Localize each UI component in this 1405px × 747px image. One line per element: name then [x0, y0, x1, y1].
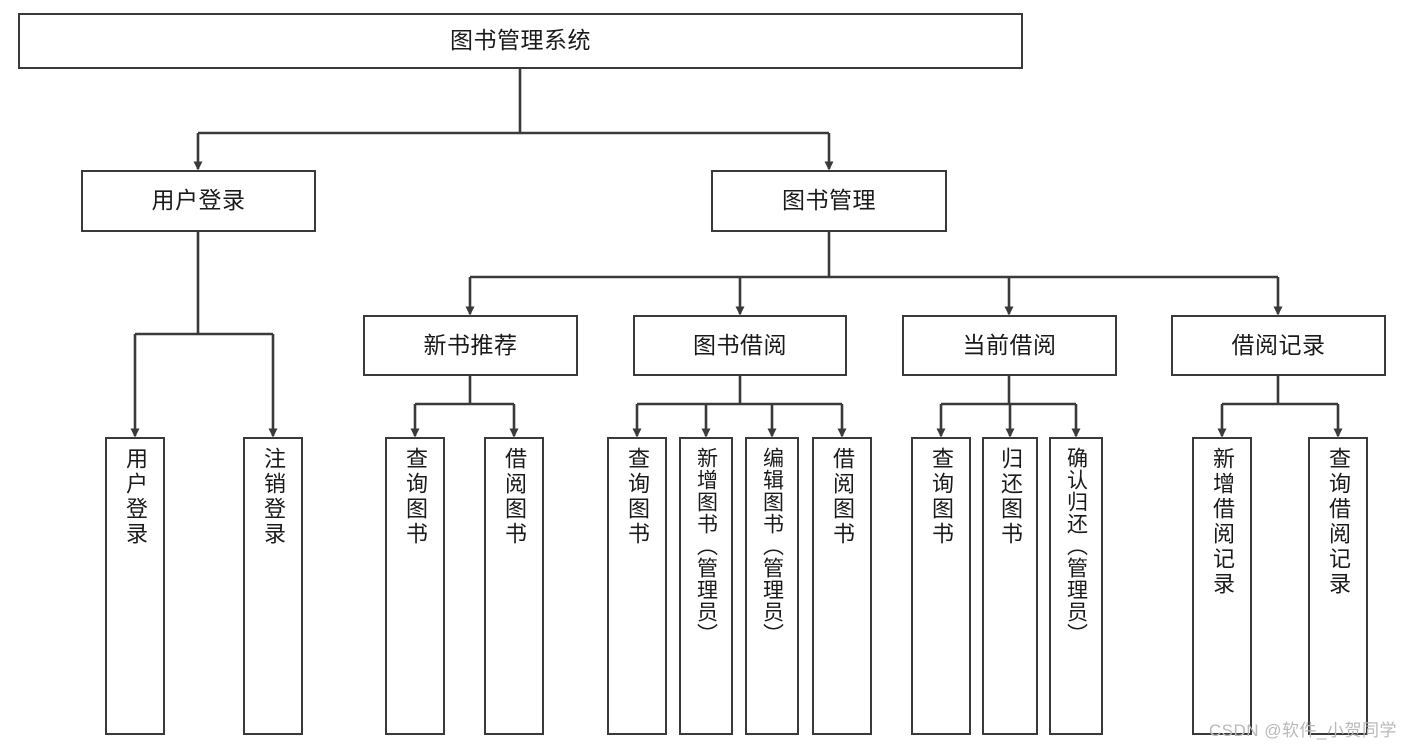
node-label: 新增借阅记录 [1210, 447, 1235, 597]
node-label: 编辑图书（管理员） [760, 447, 784, 645]
node-l-rec-query2[interactable]: 查询借阅记录 [1308, 437, 1368, 735]
node-label: 查询图书 [403, 447, 428, 547]
node-n-book-borrow[interactable]: 图书借阅 [633, 315, 847, 376]
node-n-loan-record[interactable]: 借阅记录 [1171, 315, 1386, 376]
node-l-borrow-lend[interactable]: 借阅图书 [812, 437, 872, 735]
node-l-rec-query[interactable]: 查询图书 [385, 437, 445, 735]
node-n-current-loan[interactable]: 当前借阅 [902, 315, 1117, 376]
node-label: 借阅记录 [1231, 331, 1326, 358]
node-l-cur-return[interactable]: 归还图书 [982, 437, 1038, 735]
node-n-book-manage[interactable]: 图书管理 [711, 170, 947, 232]
node-label: 借阅图书 [502, 447, 527, 547]
node-label: 确认归还（管理员） [1064, 447, 1088, 645]
node-l-cur-confirm[interactable]: 确认归还（管理员） [1049, 437, 1103, 735]
node-l-borrow-query[interactable]: 查询图书 [607, 437, 667, 735]
node-l-borrow-edit[interactable]: 编辑图书（管理员） [745, 437, 799, 735]
node-label: 图书借阅 [693, 331, 787, 358]
node-l-rec-borrow[interactable]: 借阅图书 [484, 437, 544, 735]
node-label: 新增图书（管理员） [694, 447, 718, 645]
node-label: 借阅图书 [830, 447, 855, 547]
node-l-rec-add[interactable]: 新增借阅记录 [1192, 437, 1252, 735]
node-label: 图书管理系统 [450, 27, 591, 54]
node-l-user-login[interactable]: 用户登录 [105, 437, 165, 735]
node-label: 用户登录 [123, 447, 148, 547]
node-root[interactable]: 图书管理系统 [18, 13, 1023, 69]
csdn-watermark: CSDN @软件_小贺同学 [1208, 721, 1397, 740]
node-label: 查询借阅记录 [1326, 447, 1351, 597]
node-label: 当前借阅 [962, 331, 1057, 358]
node-l-borrow-add[interactable]: 新增图书（管理员） [679, 437, 733, 735]
node-l-user-logout[interactable]: 注销登录 [243, 437, 303, 735]
node-n-user-login[interactable]: 用户登录 [81, 170, 316, 232]
node-n-new-book-rec[interactable]: 新书推荐 [363, 315, 578, 376]
node-label: 新书推荐 [423, 331, 518, 358]
node-label: 用户登录 [151, 187, 246, 214]
node-label: 查询图书 [625, 447, 650, 547]
node-label: 图书管理 [782, 187, 876, 214]
node-l-cur-query[interactable]: 查询图书 [911, 437, 971, 735]
node-label: 归还图书 [998, 447, 1023, 547]
node-label: 查询图书 [929, 447, 954, 547]
node-label: 注销登录 [261, 447, 286, 547]
connector-lines [130, 69, 1343, 438]
